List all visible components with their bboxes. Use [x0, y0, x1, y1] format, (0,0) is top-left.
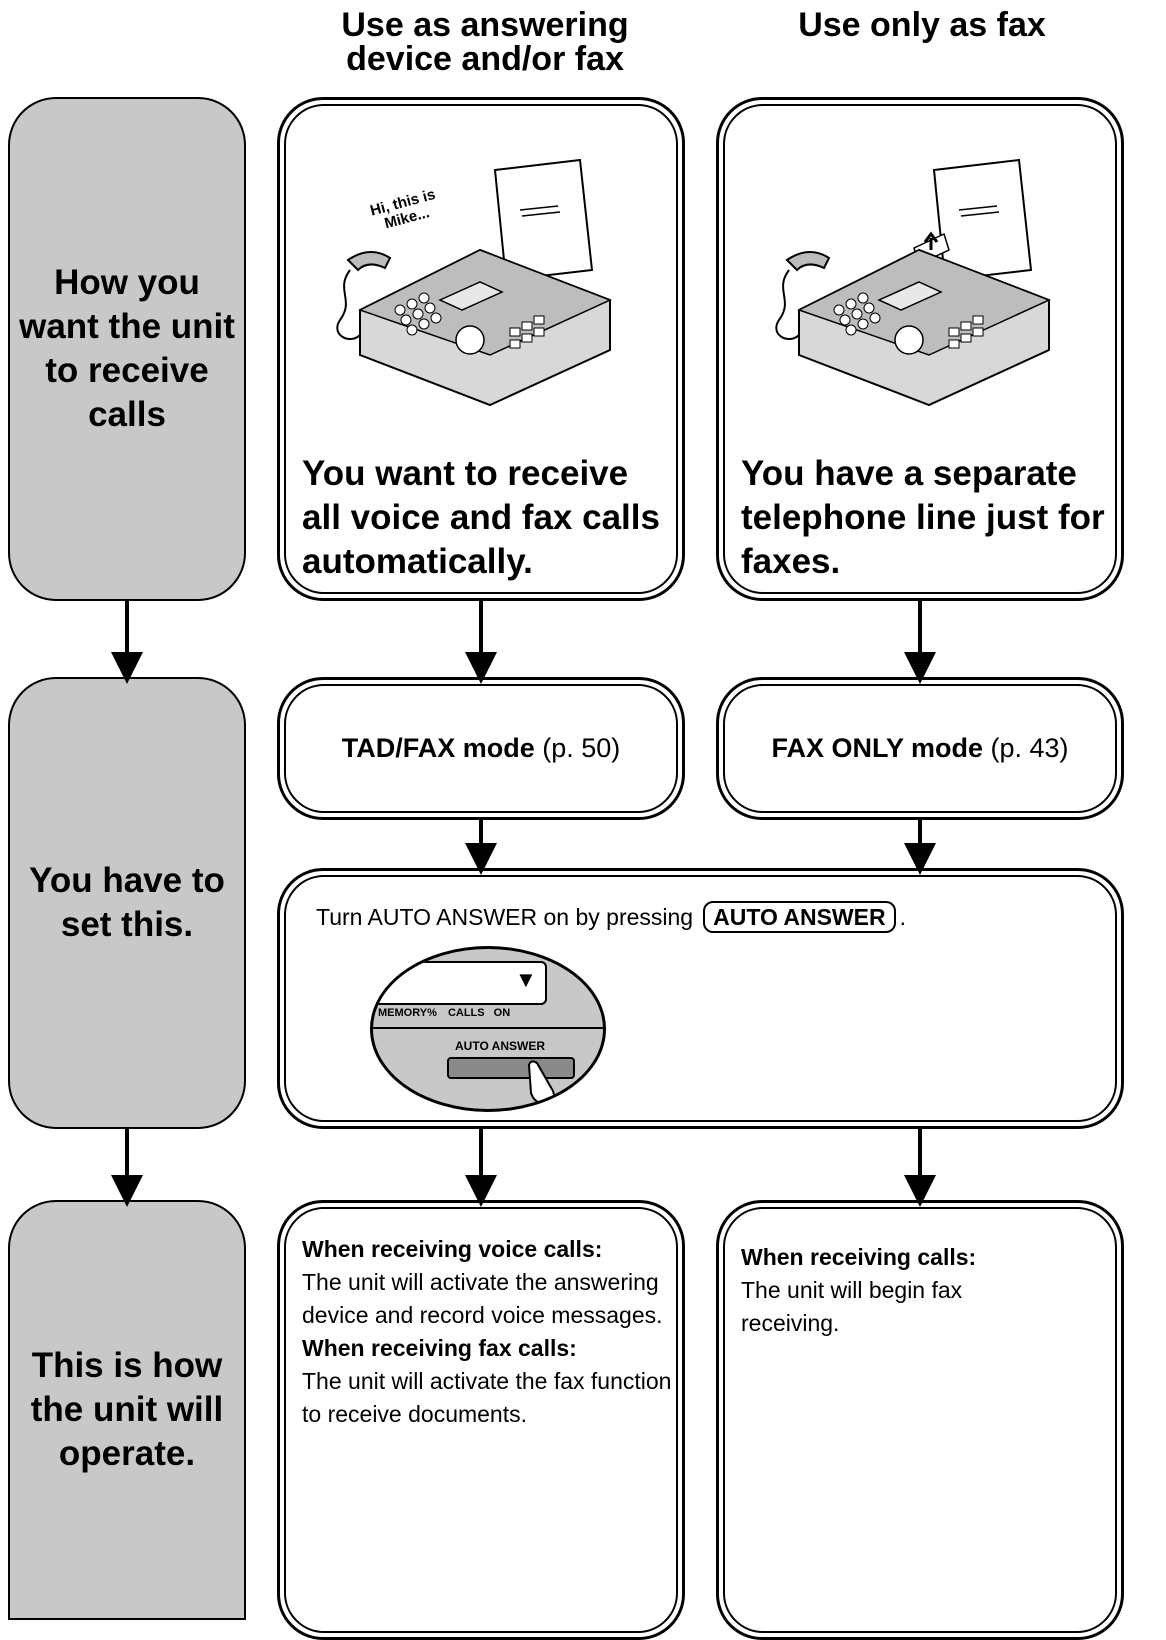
- panel-label-on: ON: [493, 1007, 511, 1019]
- mode-left-page: (p. 50): [542, 733, 621, 763]
- panel-indicator-icon: ▼: [515, 967, 537, 992]
- operate-right-content: When receiving calls: The unit will begi…: [741, 1241, 1001, 1340]
- operate-box-right: When receiving calls: The unit will begi…: [716, 1200, 1124, 1640]
- auto-answer-box-border: [284, 875, 1117, 1122]
- panel-divider: [373, 1027, 603, 1029]
- side-label-operate-text: This is how the unit will operate.: [30, 1346, 224, 1473]
- operate-left-text-fax: The unit will activate the fax function …: [302, 1368, 672, 1427]
- panel-label-button-text: AUTO ANSWER: [455, 1039, 545, 1053]
- receive-box-left-border: [284, 104, 678, 594]
- receive-right-text-content: You have a separate telephone line just …: [741, 454, 1105, 581]
- mode-box-right-border: [723, 684, 1117, 813]
- mode-right-name: FAX ONLY mode: [771, 733, 983, 763]
- side-label-operate: This is how the unit will operate.: [8, 1200, 246, 1620]
- mode-box-left-border: [284, 684, 678, 813]
- receive-left-text-content: You want to receive all voice and fax ca…: [302, 454, 660, 581]
- right-column-header: Use only as fax: [722, 8, 1122, 42]
- fax-machine-illustration-right: [775, 158, 1051, 407]
- panel-display: [373, 961, 547, 1005]
- pointing-finger-icon: [527, 1060, 556, 1105]
- receive-left-text: You want to receive all voice and fax ca…: [302, 452, 662, 584]
- receive-box-right-border: [723, 104, 1117, 594]
- panel-label-memory: MEMORY%: [378, 1007, 437, 1019]
- side-label-receive: How you want the unit to receive calls: [8, 97, 246, 601]
- auto-answer-instruction-text: Turn AUTO ANSWER on by pressing: [316, 903, 694, 930]
- auto-answer-box: Turn AUTO ANSWER on by pressing AUTO ANS…: [277, 868, 1124, 1129]
- left-column-header-text: Use as answering device and/or fax: [341, 6, 629, 78]
- operate-right-text: The unit will begin fax receiving.: [741, 1277, 963, 1336]
- left-column-header: Use as answering device and/or fax: [285, 8, 685, 76]
- auto-answer-key[interactable]: AUTO ANSWER: [703, 901, 896, 933]
- receive-right-text: You have a separate telephone line just …: [741, 452, 1111, 584]
- fax-machine-illustration: [336, 158, 612, 407]
- operate-right-heading: When receiving calls:: [741, 1244, 977, 1270]
- operate-box-left: When receiving voice calls: The unit wil…: [277, 1200, 685, 1640]
- mode-box-left: TAD/FAX mode (p. 50): [277, 677, 685, 820]
- panel-label-calls: CALLS: [447, 1007, 485, 1019]
- right-column-header-text: Use only as fax: [798, 6, 1046, 44]
- operate-left-heading-voice: When receiving voice calls:: [302, 1236, 603, 1262]
- mode-right-page: (p. 43): [990, 733, 1069, 763]
- side-label-receive-text: How you want the unit to receive calls: [19, 263, 235, 434]
- panel-label-button: AUTO ANSWER: [455, 1039, 545, 1053]
- mode-box-right: FAX ONLY mode (p. 43): [716, 677, 1124, 820]
- mode-left-name: TAD/FAX mode: [341, 733, 535, 763]
- operate-left-content: When receiving voice calls: The unit wil…: [302, 1233, 672, 1431]
- operate-left-heading-fax: When receiving fax calls:: [302, 1335, 577, 1361]
- panel-label-row: MEMORY% CALLS ON: [378, 1007, 510, 1019]
- mode-left: TAD/FAX mode (p. 50): [280, 680, 682, 817]
- operate-left-text-voice: The unit will activate the answering dev…: [302, 1269, 663, 1328]
- side-label-set-text: You have to set this.: [29, 861, 225, 944]
- mode-right: FAX ONLY mode (p. 43): [719, 680, 1121, 817]
- auto-answer-period: .: [899, 903, 906, 930]
- auto-answer-panel-illustration: ▼ MEMORY% CALLS ON AUTO ANSWER: [370, 946, 606, 1112]
- side-label-set: You have to set this.: [8, 677, 246, 1129]
- auto-answer-instruction: Turn AUTO ANSWER on by pressing AUTO ANS…: [316, 901, 906, 933]
- receive-box-right: You have a separate telephone line just …: [716, 97, 1124, 601]
- receive-box-left: Hi, this is Mike... You want to receive …: [277, 97, 685, 601]
